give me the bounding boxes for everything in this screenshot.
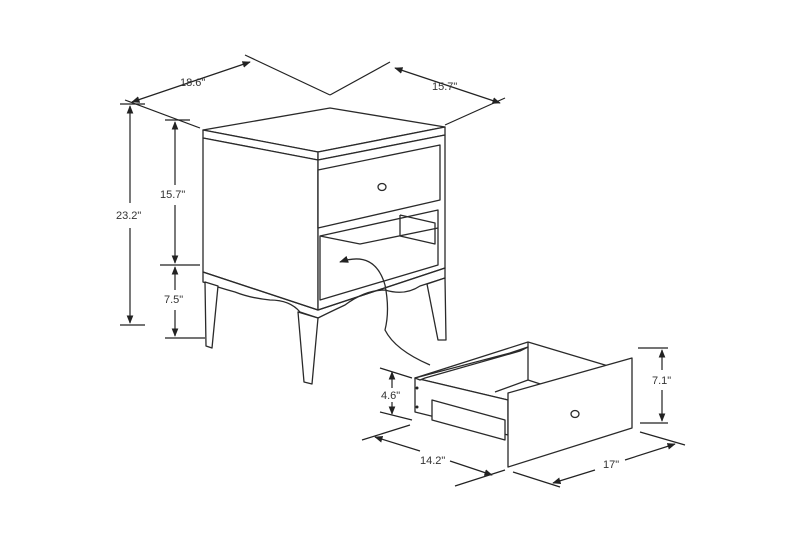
drawer-knob-icon <box>570 409 580 419</box>
depth-label: 15.7" <box>432 81 457 93</box>
leg-right <box>426 277 447 341</box>
leg-left <box>204 281 219 349</box>
drawer-dimensions: 4.6" 7.1" 14.2" 17" <box>361 347 686 488</box>
drawer-side-inner <box>414 346 529 381</box>
nightstand <box>202 107 447 385</box>
total-height-label: 23.2" <box>116 210 141 222</box>
nightstand-dimensions: 18.6" 15.7" 23.2" 15.7" 7.5" <box>116 54 506 339</box>
drawer-slide-rail <box>431 399 506 441</box>
drawer-side-height-label: 4.6" <box>381 390 400 402</box>
leg-height-label: 7.5" <box>164 294 183 306</box>
drawer-move-arrow <box>339 255 431 366</box>
leg-front <box>297 311 319 385</box>
drawer-front-panel <box>507 357 633 468</box>
width-label: 18.6" <box>180 77 205 89</box>
nightstand-shelf-opening <box>319 209 439 301</box>
drawer-depth-label: 14.2" <box>420 455 445 467</box>
body-height-label: 15.7" <box>160 189 185 201</box>
drawer-front-height-label: 7.1" <box>652 375 671 387</box>
drawer <box>414 341 633 468</box>
nightstand-drawer-front <box>317 144 441 229</box>
drawer-width-label: 17" <box>603 459 619 471</box>
nightstand-side-panel <box>202 137 319 311</box>
drawer-knob-icon <box>377 182 387 192</box>
